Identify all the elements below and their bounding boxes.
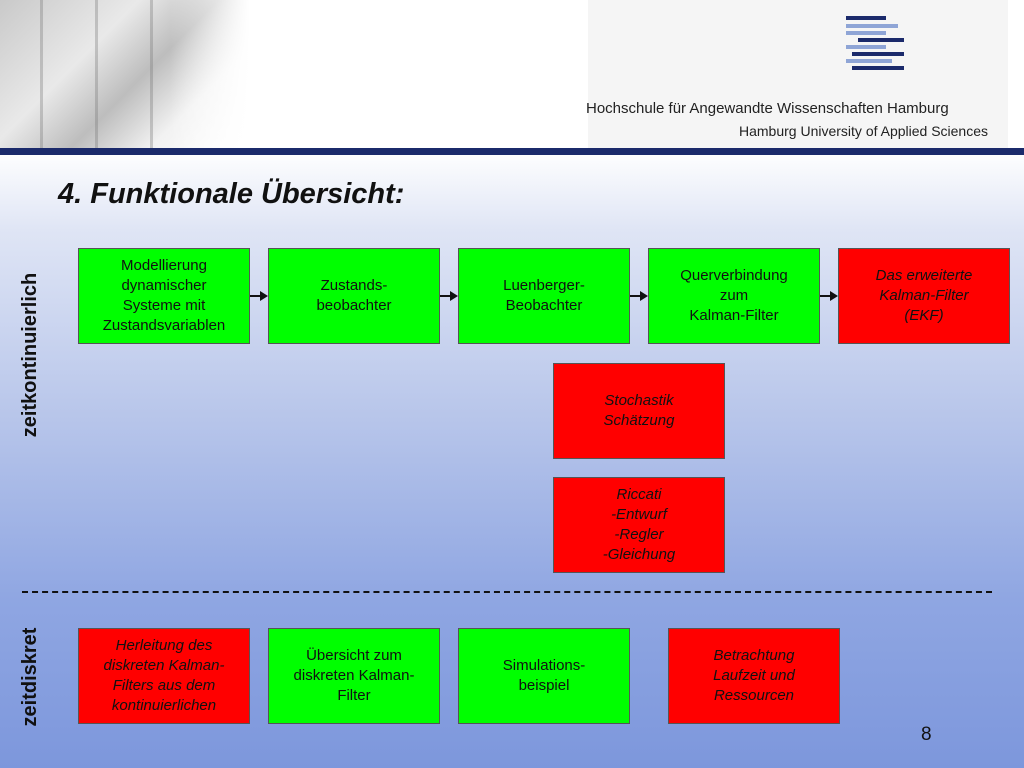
box-betrachtung: Betrachtung Laufzeit und Ressourcen	[668, 628, 840, 724]
arrow-1	[250, 291, 268, 301]
box-querverbindung: Querverbindung zum Kalman-Filter	[648, 248, 820, 344]
box-zustandsbeobachter: Zustands- beobachter	[268, 248, 440, 344]
header-rule	[0, 148, 1024, 155]
institution-name-de: Hochschule für Angewandte Wissenschaften…	[586, 100, 949, 117]
box-ekf: Das erweiterte Kalman-Filter (EKF)	[838, 248, 1010, 344]
box-riccati: Riccati -Entwurf -Regler -Gleichung	[553, 477, 725, 573]
label-zeitdiskret: zeitdiskret	[19, 627, 41, 727]
box-simulationsbeispiel: Simulations- beispiel	[458, 628, 630, 724]
arrow-4	[820, 291, 838, 301]
arrow-2	[440, 291, 458, 301]
label-zeitkontinuierlich: zeitkontinuierlich	[19, 272, 41, 438]
box-stochastik: Stochastik Schätzung	[553, 363, 725, 459]
arrow-3	[630, 291, 648, 301]
institution-name-en: Hamburg University of Applied Sciences	[739, 123, 989, 139]
page-number: 8	[921, 724, 932, 745]
section-divider	[22, 591, 992, 593]
box-luenberger: Luenberger- Beobachter	[458, 248, 630, 344]
header: Hochschule für Angewandte Wissenschaften…	[0, 0, 1024, 150]
building-photo	[0, 0, 250, 148]
slide-title: 4. Funktionale Übersicht:	[58, 178, 405, 210]
institution-panel	[588, 0, 1008, 148]
box-modellierung: Modellierung dynamischer Systeme mit Zus…	[78, 248, 250, 344]
box-uebersicht-diskret: Übersicht zum diskreten Kalman- Filter	[268, 628, 440, 724]
box-herleitung: Herleitung des diskreten Kalman- Filters…	[78, 628, 250, 724]
